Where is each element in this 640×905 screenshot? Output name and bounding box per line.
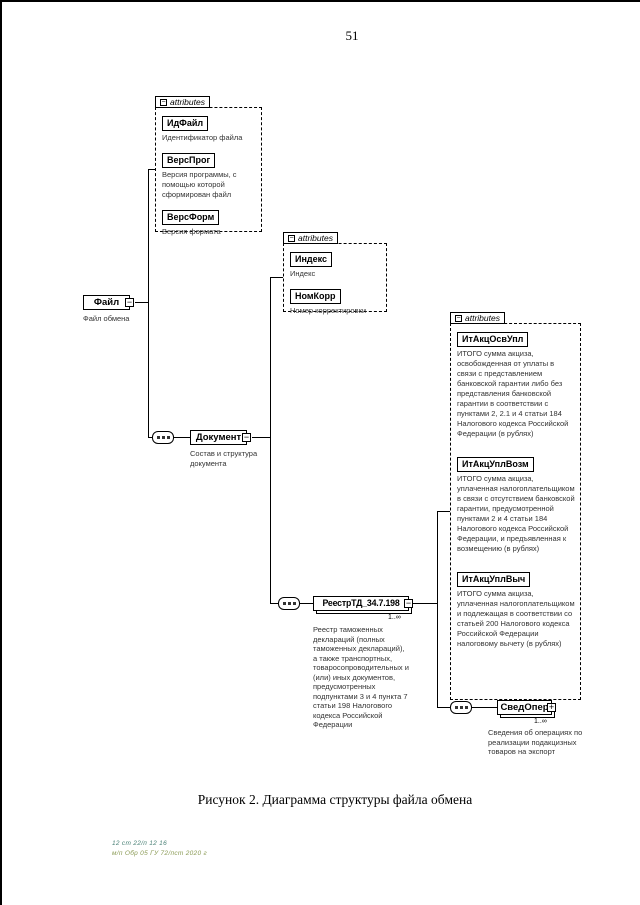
connector-line [300,603,313,604]
registry-attributes-group: − attributes ИтАкцОсвУпл ИТОГО сумма акц… [450,312,581,700]
sequence-icon [450,701,472,714]
attribute-item: ИтАкцУплВозм ИТОГО сумма акциза, уплачен… [457,454,575,554]
connector-line [412,603,437,604]
attribute-caption: Версия программы, с помощью которой сфор… [162,170,237,199]
scan-border-left [0,0,2,905]
connector-line [148,169,155,170]
element-file: Файл − [83,295,134,310]
attributes-header: − attributes [155,96,210,108]
attributes-header-label: attributes [170,97,205,107]
attributes-header: − attributes [283,232,338,244]
scan-border-top [0,0,640,2]
element-registry: РеестрТД_34.7.198 − [313,596,413,611]
attribute-name: ВерсПрог [162,153,216,168]
attributes-header-label: attributes [465,313,500,323]
attributes-header: − attributes [450,312,505,324]
connector-line [270,603,278,604]
connector-line [135,302,148,303]
connector-line [174,437,190,438]
element-caption: Состав и структура документа [190,449,258,468]
attribute-name: НомКорр [290,289,341,304]
connector-line [270,277,271,604]
attribute-caption: Индекс [290,269,316,278]
collapse-icon: − [455,314,462,322]
attribute-caption: ИТОГО сумма акциза, уплаченная налогопла… [457,589,575,648]
attribute-name: ИтАкцУплВозм [457,457,534,472]
attribute-item: ИтАкцУплВыч ИТОГО сумма акциза, уплаченн… [457,569,575,649]
collapse-icon: − [160,98,167,106]
attribute-caption: ИТОГО сумма акциза, уплаченная налогопла… [457,474,575,553]
attribute-item: Индекс Индекс [290,249,381,279]
attribute-caption: Версия формата [162,227,221,236]
document-attributes-group: − attributes Индекс Индекс НомКорр Номер… [283,232,387,315]
connector-line [472,707,497,708]
connector-line [437,707,450,708]
multiplicity-label: 1..∞ [534,718,547,725]
stamp-annotation: м/п Обр 05 ГУ 72/пст 2020 г [112,850,207,857]
connector-line [437,511,450,512]
sequence-icon [152,431,174,444]
figure-caption: Рисунок 2. Диаграмма структуры файла обм… [197,792,473,807]
attribute-name: ИтАкцОсвУпл [457,332,529,347]
element-name: СведОпер [500,702,549,713]
collapse-icon: − [404,598,413,608]
attribute-item: ВерсПрог Версия программы, с помощью кот… [162,150,256,200]
attribute-name: ИтАкцУплВыч [457,572,531,587]
attribute-caption: Номер корректировки [290,306,367,315]
collapse-icon: − [125,297,134,307]
multiplicity-label: 1..∞ [388,614,401,621]
attribute-name: ИдФайл [162,116,209,131]
element-name: РеестрТД_34.7.198 [322,598,400,608]
element-caption: Сведения об операциях по реализации пода… [488,728,583,756]
attribute-name: Индекс [290,252,333,267]
connector-line [148,169,149,438]
element-document: Документ − [190,430,251,445]
element-caption: Реестр таможенных деклараций (полных там… [313,625,409,729]
attribute-caption: Идентификатор файла [162,133,243,142]
expand-icon: + [547,702,556,712]
element-svedoper: СведОпер + [497,700,556,715]
attribute-item: ИтАкцОсвУпл ИТОГО сумма акциза, освобожд… [457,329,575,439]
connector-line [252,437,270,438]
attribute-item: ИдФайл Идентификатор файла [162,113,256,143]
sequence-icon [278,597,300,610]
attribute-item: ВерсФорм Версия формата [162,207,256,237]
element-name: Документ [195,432,242,443]
connector-line [437,511,438,708]
stamp-annotation: 12 ст 22/п 12 16 [112,840,167,847]
collapse-icon: − [288,234,295,242]
file-attributes-group: − attributes ИдФайл Идентификатор файла … [155,96,262,236]
attribute-name: ВерсФорм [162,210,220,225]
element-caption: Файл обмена [83,314,130,323]
connector-line [270,277,283,278]
attribute-caption: ИТОГО сумма акциза, освобожденная от упл… [457,349,569,438]
collapse-icon: − [242,432,251,442]
connector-line [148,437,152,438]
attribute-item: НомКорр Номер корректировки [290,286,381,316]
element-name: Файл [93,297,120,308]
attributes-header-label: attributes [298,233,333,243]
page-number: 51 [345,28,359,43]
